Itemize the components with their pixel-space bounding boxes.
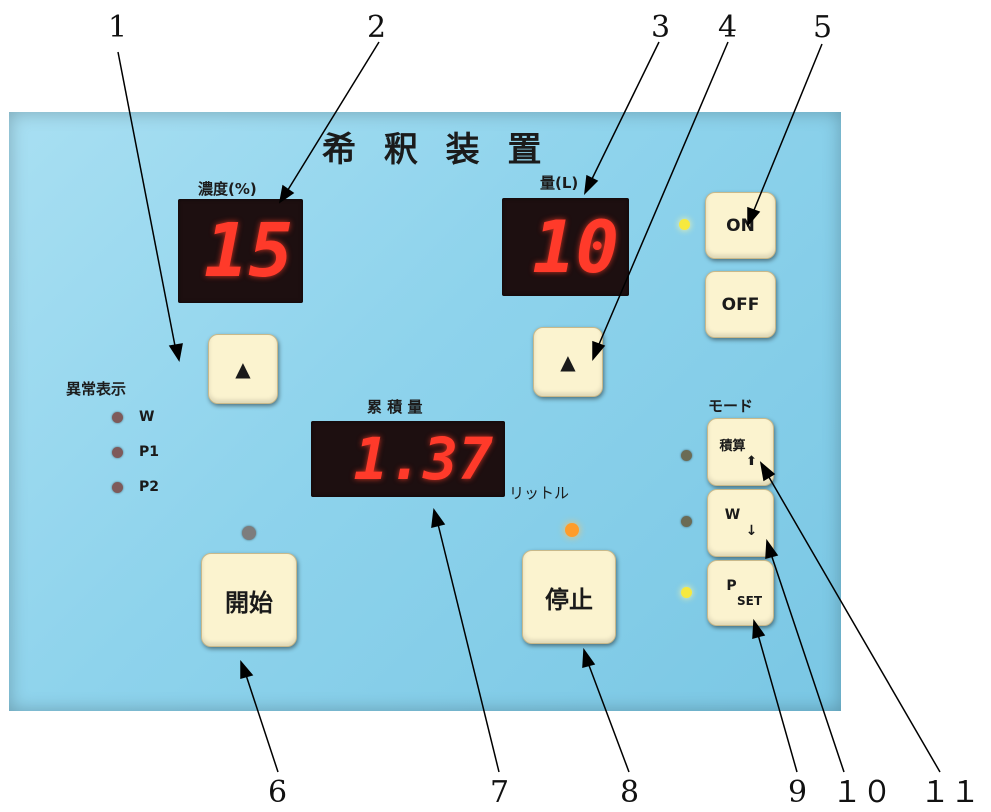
w-mode-led bbox=[681, 516, 692, 527]
stop-button-label: 停止 bbox=[545, 585, 593, 614]
callout-8: 8 bbox=[620, 775, 640, 810]
integrate-up-button[interactable]: 積算 ⬆ bbox=[707, 418, 774, 486]
volume-label: 量(L) bbox=[540, 174, 579, 192]
concentration-display: 15 bbox=[178, 199, 303, 303]
p-label: P bbox=[726, 578, 737, 594]
up-arrow-icon: ▲ bbox=[560, 350, 576, 374]
accumulated-unit: リットル bbox=[509, 484, 570, 502]
concentration-value: 15 bbox=[203, 208, 293, 294]
accumulated-label: 累 積 量 bbox=[367, 398, 423, 416]
down-arrow-icon: ↓ bbox=[745, 523, 758, 539]
error-display-label: 異常表示 bbox=[66, 380, 127, 398]
w-down-button[interactable]: W ↓ bbox=[707, 489, 774, 557]
w-label: W bbox=[724, 507, 741, 523]
callout-2: 2 bbox=[367, 10, 387, 45]
panel-title: 希 釈 装 置 bbox=[322, 130, 550, 170]
concentration-label: 濃度(%) bbox=[198, 180, 257, 198]
p-set-led bbox=[681, 587, 692, 598]
error-led-p1 bbox=[112, 447, 123, 458]
volume-up-button[interactable]: ▲ bbox=[533, 327, 603, 397]
off-button-label: OFF bbox=[721, 294, 760, 315]
error-led-w bbox=[112, 412, 123, 423]
set-label: SET bbox=[736, 594, 763, 608]
callout-11: １１ bbox=[920, 775, 980, 810]
start-button-label: 開始 bbox=[225, 588, 273, 617]
stop-button[interactable]: 停止 bbox=[522, 550, 616, 644]
p-set-button[interactable]: P SET bbox=[707, 560, 774, 626]
error-label-p2: P2 bbox=[139, 479, 160, 495]
callout-4: 4 bbox=[718, 10, 738, 45]
callout-1: 1 bbox=[108, 10, 128, 45]
device-panel bbox=[9, 112, 841, 711]
start-button[interactable]: 開始 bbox=[201, 553, 297, 647]
callout-10: １０ bbox=[832, 775, 892, 810]
integrate-label: 積算 bbox=[719, 439, 746, 454]
on-button[interactable]: ON bbox=[705, 192, 776, 259]
callout-5: 5 bbox=[813, 10, 833, 45]
volume-display: 10 bbox=[502, 198, 629, 296]
start-indicator-led bbox=[242, 526, 256, 540]
up-arrow-icon: ▲ bbox=[235, 357, 251, 381]
callout-3: 3 bbox=[651, 10, 671, 45]
mode-label: モード bbox=[708, 397, 754, 415]
error-label-w: W bbox=[139, 409, 155, 425]
callout-6: 6 bbox=[268, 775, 288, 810]
power-indicator-led bbox=[679, 219, 690, 230]
volume-value: 10 bbox=[532, 205, 619, 289]
callout-9: 9 bbox=[788, 775, 808, 810]
error-label-p1: P1 bbox=[139, 444, 160, 460]
integrate-mode-led bbox=[681, 450, 692, 461]
stop-indicator-led bbox=[565, 523, 579, 537]
error-led-p2 bbox=[112, 482, 123, 493]
up-arrow-icon: ⬆ bbox=[746, 454, 757, 469]
accumulated-display: 1.37 bbox=[311, 421, 505, 497]
accumulated-value: 1.37 bbox=[353, 425, 493, 493]
off-button[interactable]: OFF bbox=[705, 271, 776, 338]
concentration-up-button[interactable]: ▲ bbox=[208, 334, 278, 404]
callout-7: 7 bbox=[490, 775, 510, 810]
